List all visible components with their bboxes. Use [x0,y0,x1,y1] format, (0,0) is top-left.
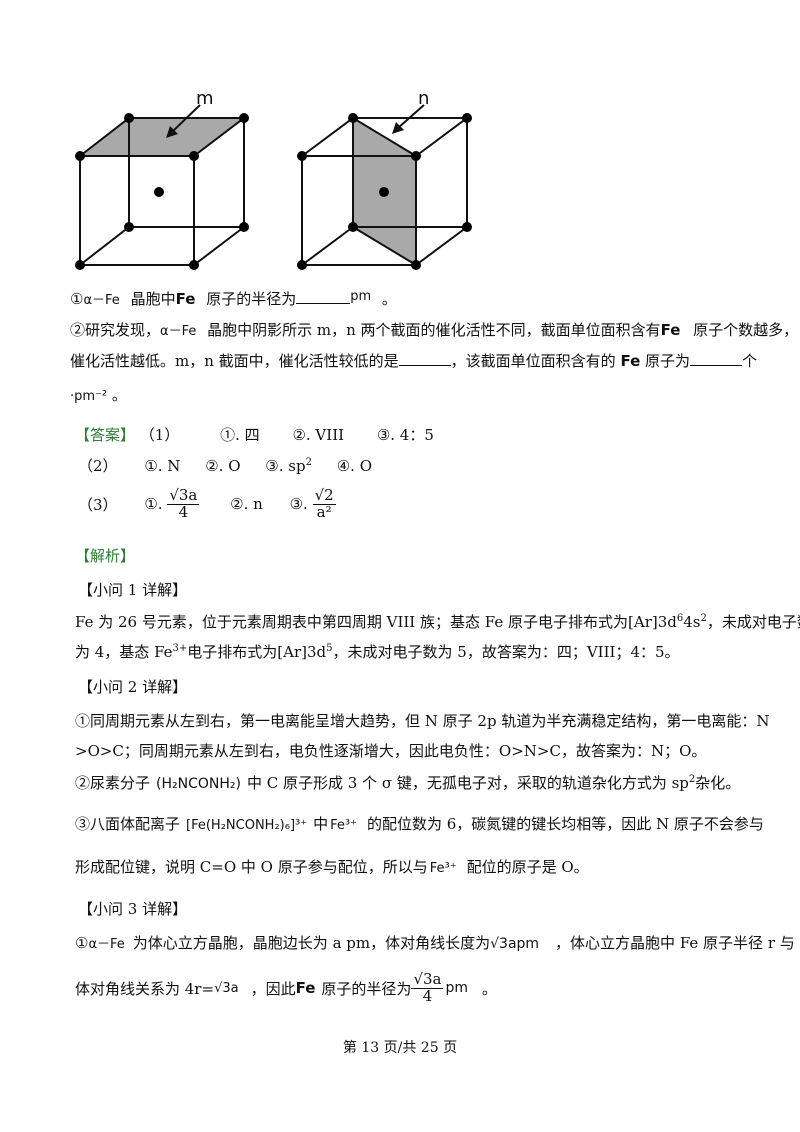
answer-2-num: （2） [78,457,118,475]
answer-3c: ③. [289,495,308,514]
atoms-n [297,113,472,270]
q1-num: ① [70,290,84,308]
section-2-para-3: ②尿素分子(H₂NCONH₂)中 C 原子形成 3 个 σ 键，无孤电子对，采取… [75,774,741,792]
q2-text-a: ②研究发现， [70,321,161,339]
section-1-para-2: 为 4，基态 Fe3+电子排布式为[Ar]3d5，未成对电子数为 5，故答案为：… [75,643,680,661]
answer-2a: ①. N [144,457,181,475]
page-footer: 第 13 页/共 25 页 [342,1040,458,1056]
answer-blank-1[interactable] [296,289,351,304]
answer-row-2: （2） ①. N ②. O ③. sp2 ④. O [78,455,372,476]
alpha-fe: α－Fe [88,937,125,952]
section-1-para-1: Fe 为 26 号元素，位于元素周期表中第四周期 VIII 族；基态 Fe 原子… [75,613,800,631]
crystal-figure: m n [75,88,472,270]
answer-1b: ②. VIII [292,426,345,444]
shaded-plane-m [77,117,247,157]
answer-2d: ④. O [336,457,373,475]
question-line-3: 催化活性越低。m，n 截面中，催化活性较低的是 ，该截面单位面积含有的 Fe 原子… [70,350,757,371]
fe-symbol: Fe [295,979,316,998]
q1-text-a: 晶胞中 [130,290,176,308]
question-line-2: ②研究发现，α－Fe 晶胞中阴影所示 m，n 两个截面的催化活性不同，截面单位面… [70,319,798,340]
q3-text-a: 催化活性越低。m，n 截面中，催化活性较低的是 [70,352,399,370]
answer-2c: ③. sp2 [265,457,312,475]
answer-row-1: 【答案】 （1） ①. 四 ②. VIII ③. 4：5 [75,424,434,445]
fe-symbol: Fe [620,352,641,370]
label-n: n [418,88,429,109]
unit-pm-2: ·pm⁻² [70,389,108,404]
q4-period: 。 [111,386,127,404]
unit-pm: pm [350,289,372,304]
answer-3-num: （3） [78,495,118,514]
label-m: m [196,88,214,109]
section-2-title: 【小问 2 详解】 [78,678,188,696]
section-3-title: 【小问 3 详解】 [78,900,188,918]
answer-tag: 【答案】 [75,426,136,444]
arrowhead-m [166,126,178,138]
section-2-para-2: >O>C；同周期元素从左到右，电负性逐渐增大，因此电负性：O>N>C，故答案为：… [75,742,707,760]
answer-2b: ②. O [205,457,241,475]
q3-text-c: 原子为 [645,352,691,370]
section-1-title: 【小问 1 详解】 [78,581,188,599]
alpha-fe: α－Fe [160,324,197,339]
answer-1-num: （1） [139,426,180,444]
answer-3b: ②. n [230,495,263,514]
sqrt3a: √3a [214,980,239,996]
answer-1c: ③. 4：5 [376,426,434,444]
atoms-m [75,113,249,270]
arrow-n [397,104,425,129]
arrowhead-n [392,122,404,134]
q2-text-b: 晶胞中阴影所示 m，n 两个截面的催化活性不同，截面单位面积含有 [207,321,661,339]
fe3-ion: Fe³⁺ [330,818,357,833]
complex-ion-formula: [Fe(H₂NCONH₂)₆]³⁺ [186,818,308,833]
section-2-para-1: ①同周期元素从左到右，第一电离能呈增大趋势，但 N 原子 2p 轨道为半充满稳定… [75,712,770,730]
analysis-tag: 【解析】 [75,547,136,565]
arrow-m [171,104,201,133]
question-line-1: ①α－Fe 晶胞中Fe 原子的半径为 pm 。 [70,288,397,309]
answer-3a: ①. [144,495,163,514]
fe-symbol: Fe [175,290,196,308]
body-diagonal-formula: √3apm [490,936,540,952]
q2-text-c: 原子个数越多， [693,321,799,339]
fe-symbol: Fe [660,321,681,339]
question-line-4: ·pm⁻² 。 [70,384,127,405]
q3-text-b: ，该截面单位面积含有的 [450,352,616,370]
answer-1a: ①. 四 [220,426,260,444]
answer-blank-3[interactable] [690,351,743,366]
fe3-ion: Fe³⁺ [429,861,457,876]
q1-text-b: 原子的半径为 [206,290,297,308]
answer-blank-2[interactable] [398,351,451,366]
urea-formula: (H₂NCONH₂) [156,776,241,792]
alpha-fe: α－Fe [83,293,120,308]
q1-period: 。 [381,290,397,308]
q3-text-d: 个 [742,352,758,370]
